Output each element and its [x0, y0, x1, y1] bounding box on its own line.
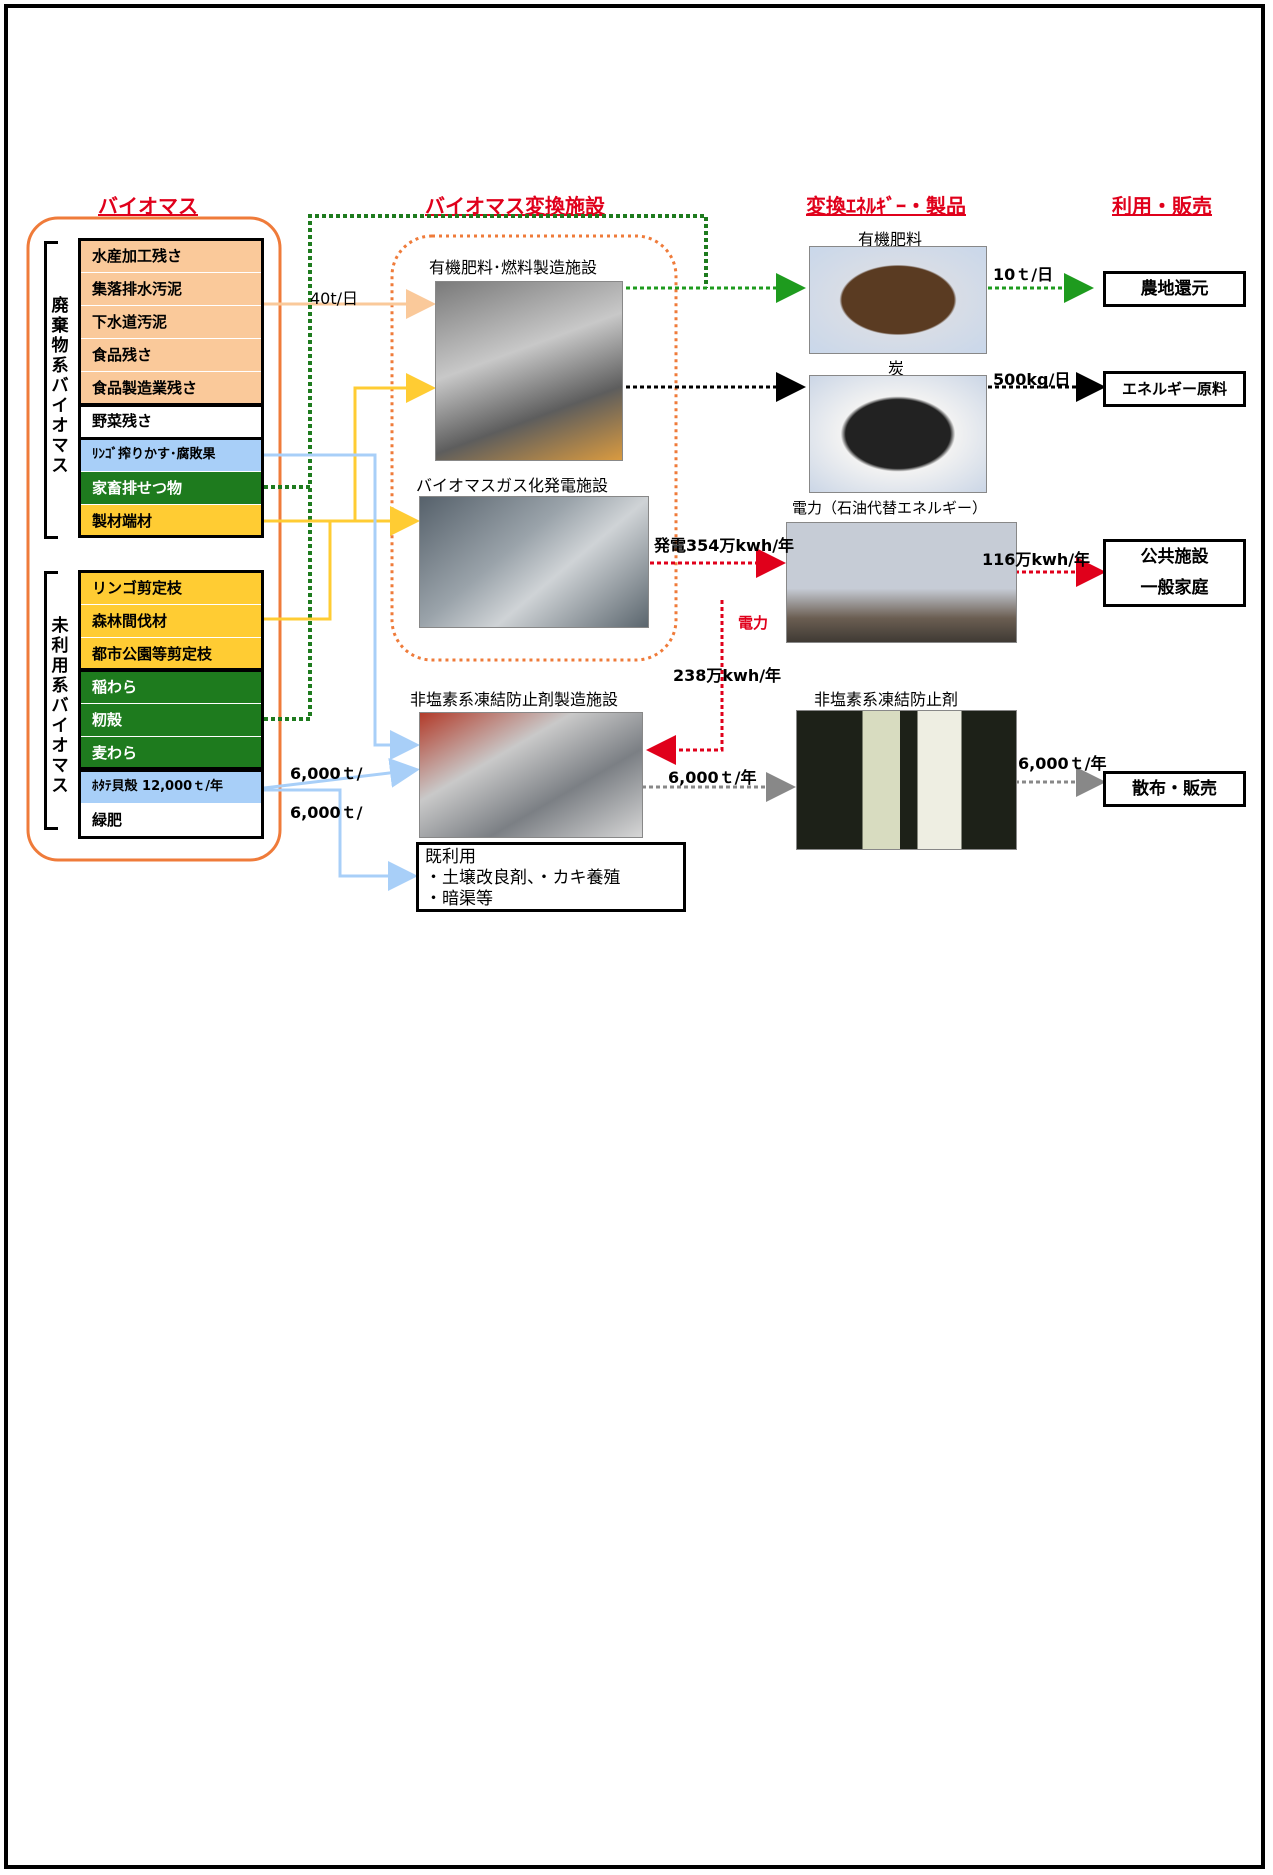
- category-unused-label: 未利用系バイオマス: [51, 616, 69, 796]
- existing-use-title: 既利用: [425, 847, 476, 867]
- label-input-40t: 40t/日: [310, 289, 359, 308]
- label-fertilizer-output: 10ｔ/日: [993, 265, 1054, 284]
- label-power-supply: 116万kwh/年: [982, 550, 1091, 569]
- biomass-item: 稲わら: [80, 671, 262, 703]
- gasification-facility-photo: [419, 496, 649, 628]
- header-biomass: バイオマス: [98, 194, 198, 218]
- biomass-item: 緑肥: [80, 804, 262, 836]
- destination-homes: 一般家庭: [1140, 578, 1209, 598]
- biomass-item: 森林間伐材: [80, 605, 262, 637]
- antifreeze-photo: [796, 710, 1017, 850]
- label-shell-existing: 6,000ｔ/: [290, 803, 363, 822]
- biomass-item: ﾎﾀﾃ貝殻 12,000ｔ/年: [80, 771, 262, 803]
- biomass-item: ﾘﾝｺﾞ搾りかす･腐敗果: [80, 439, 262, 471]
- charcoal-photo: [809, 375, 987, 493]
- biomass-item: 麦わら: [80, 737, 262, 769]
- facility-fertilizer-caption: 有機肥料･燃料製造施設: [429, 258, 598, 277]
- page-frame: [4, 4, 1265, 1869]
- antifreeze-plant-photo: [419, 712, 643, 838]
- label-shell-to-plant: 6,000ｔ/: [290, 764, 363, 783]
- header-use-sales: 利用・販売: [1112, 194, 1212, 218]
- label-generation: 発電354万kwh/年: [654, 536, 795, 555]
- existing-use-line2: ・暗渠等: [425, 889, 493, 909]
- product-charcoal-caption: 炭: [888, 359, 905, 378]
- power-station-photo: [786, 522, 1017, 643]
- destination-energy-material: エネルギー原料: [1103, 371, 1246, 407]
- fertilizer-photo: [809, 246, 987, 354]
- biomass-group-border: [78, 238, 264, 406]
- biomass-item: 製材端材: [80, 505, 262, 537]
- destination-public-homes: 公共施設 一般家庭: [1103, 539, 1246, 607]
- biomass-item: 野菜残さ: [80, 405, 262, 437]
- existing-use-line1: ・土壌改良剤、・カキ養殖: [425, 868, 621, 888]
- biomass-item: 籾殻: [80, 704, 262, 736]
- label-antifreeze-sales: 6,000ｔ/年: [1018, 754, 1107, 773]
- biomass-group-border: [78, 437, 264, 538]
- product-fertilizer-caption: 有機肥料: [858, 230, 923, 249]
- facility-antifreeze-caption: 非塩素系凍結防止剤製造施設: [410, 690, 619, 709]
- biomass-item: 水産加工残さ: [80, 240, 262, 272]
- biomass-item: 食品製造業残さ: [80, 372, 262, 404]
- biomass-item: 都市公園等剪定枝: [80, 638, 262, 670]
- unused-bracket: [44, 571, 58, 830]
- biomass-item: 下水道汚泥: [80, 306, 262, 338]
- destination-farmland: 農地還元: [1103, 271, 1246, 307]
- biomass-item: 家畜排せつ物: [80, 472, 262, 504]
- product-antifreeze-caption: 非塩素系凍結防止剤: [814, 690, 959, 709]
- existing-use-box: 既利用 ・土壌改良剤、・カキ養殖 ・暗渠等: [416, 842, 686, 912]
- biomass-item: 集落排水汚泥: [80, 273, 262, 305]
- waste-bracket: [44, 241, 58, 539]
- header-energy-products: 変換ｴﾈﾙｷﾞｰ・製品: [806, 194, 966, 218]
- facility-gasification-caption: バイオマスガス化発電施設: [416, 476, 609, 495]
- label-power-internal: 238万kwh/年: [673, 666, 782, 685]
- label-charcoal-output: 500kg/日: [993, 370, 1071, 389]
- biomass-group-border: [78, 769, 264, 839]
- biomass-item: リンゴ剪定枝: [80, 572, 262, 604]
- biomass-group-border: [78, 404, 264, 440]
- destination-public: 公共施設: [1140, 547, 1209, 567]
- label-antifreeze-output: 6,000ｔ/年: [668, 768, 757, 787]
- biomass-group-border: [78, 669, 264, 770]
- fertilizer-facility-photo: [435, 281, 623, 461]
- category-waste-label: 廃棄物系バイオマス: [51, 296, 69, 476]
- biomass-item: 食品残さ: [80, 339, 262, 371]
- product-power-caption: 電力（石油代替エネルギー）: [792, 499, 988, 517]
- label-power-word: 電力: [738, 614, 769, 632]
- biomass-group-border: [78, 570, 264, 671]
- destination-spread-sales: 散布・販売: [1103, 771, 1246, 807]
